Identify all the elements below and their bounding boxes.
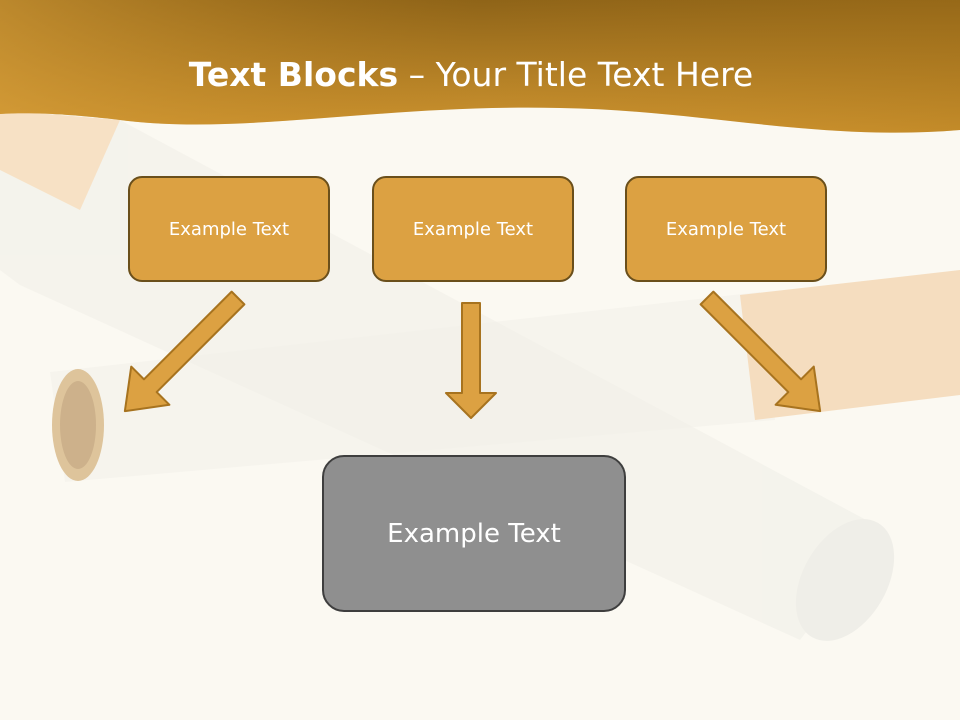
- title-bold: Text Blocks: [188, 55, 399, 94]
- text-block-3-label: Example Text: [665, 218, 787, 240]
- text-block-2: Example Text: [372, 176, 574, 282]
- title-dash: –: [408, 55, 426, 94]
- arrow-right-diagonal: [699, 290, 822, 413]
- text-block-1-label: Example Text: [168, 218, 290, 240]
- arrow-center: [445, 302, 497, 419]
- result-block: Example Text: [322, 455, 626, 612]
- text-block-3: Example Text: [625, 176, 827, 282]
- title-rest: Your Title Text Here: [435, 55, 754, 94]
- slide-title: Text Blocks – Your Title Text Here: [0, 52, 942, 98]
- text-block-2-label: Example Text: [412, 218, 534, 240]
- arrow-left-diagonal: [123, 290, 246, 413]
- result-block-label: Example Text: [387, 518, 561, 549]
- text-block-1: Example Text: [128, 176, 330, 282]
